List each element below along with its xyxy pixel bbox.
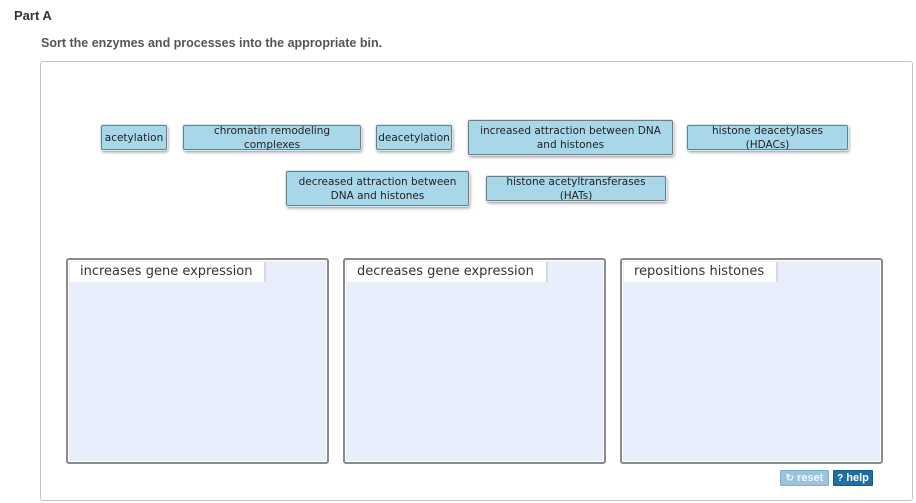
reset-button[interactable]: ↻ reset (780, 470, 829, 486)
reset-label: reset (797, 472, 824, 484)
question-icon: ? (837, 472, 844, 484)
draggable-label-deacetylation[interactable]: deacetylation (376, 125, 452, 150)
bin-title: repositions histones (624, 262, 779, 282)
bin-decreases-gene-expression[interactable]: decreases gene expression (343, 258, 606, 464)
bin-title: increases gene expression (70, 262, 267, 282)
help-button[interactable]: ? help (833, 470, 873, 486)
instructions: Sort the enzymes and processes into the … (41, 36, 383, 50)
draggable-label-increased-attraction[interactable]: increased attraction between DNA and his… (468, 120, 673, 155)
bin-title: decreases gene expression (347, 262, 548, 282)
bin-increases-gene-expression[interactable]: increases gene expression (66, 258, 329, 464)
draggable-label-hats[interactable]: histone acetyltransferases (HATs) (486, 176, 666, 202)
help-label: help (846, 472, 869, 484)
part-title: Part A (14, 8, 52, 23)
draggable-label-chromatin-remodeling-complexes[interactable]: chromatin remodeling complexes (183, 125, 361, 151)
refresh-icon: ↻ (785, 472, 795, 484)
draggable-label-acetylation[interactable]: acetylation (101, 125, 167, 150)
draggable-label-hdacs[interactable]: histone deacetylases (HDACs) (687, 125, 848, 151)
draggable-label-decreased-attraction[interactable]: decreased attraction between DNA and his… (286, 171, 469, 206)
bin-repositions-histones[interactable]: repositions histones (620, 258, 883, 464)
drag-drop-panel: acetylation chromatin remodeling complex… (40, 61, 913, 501)
